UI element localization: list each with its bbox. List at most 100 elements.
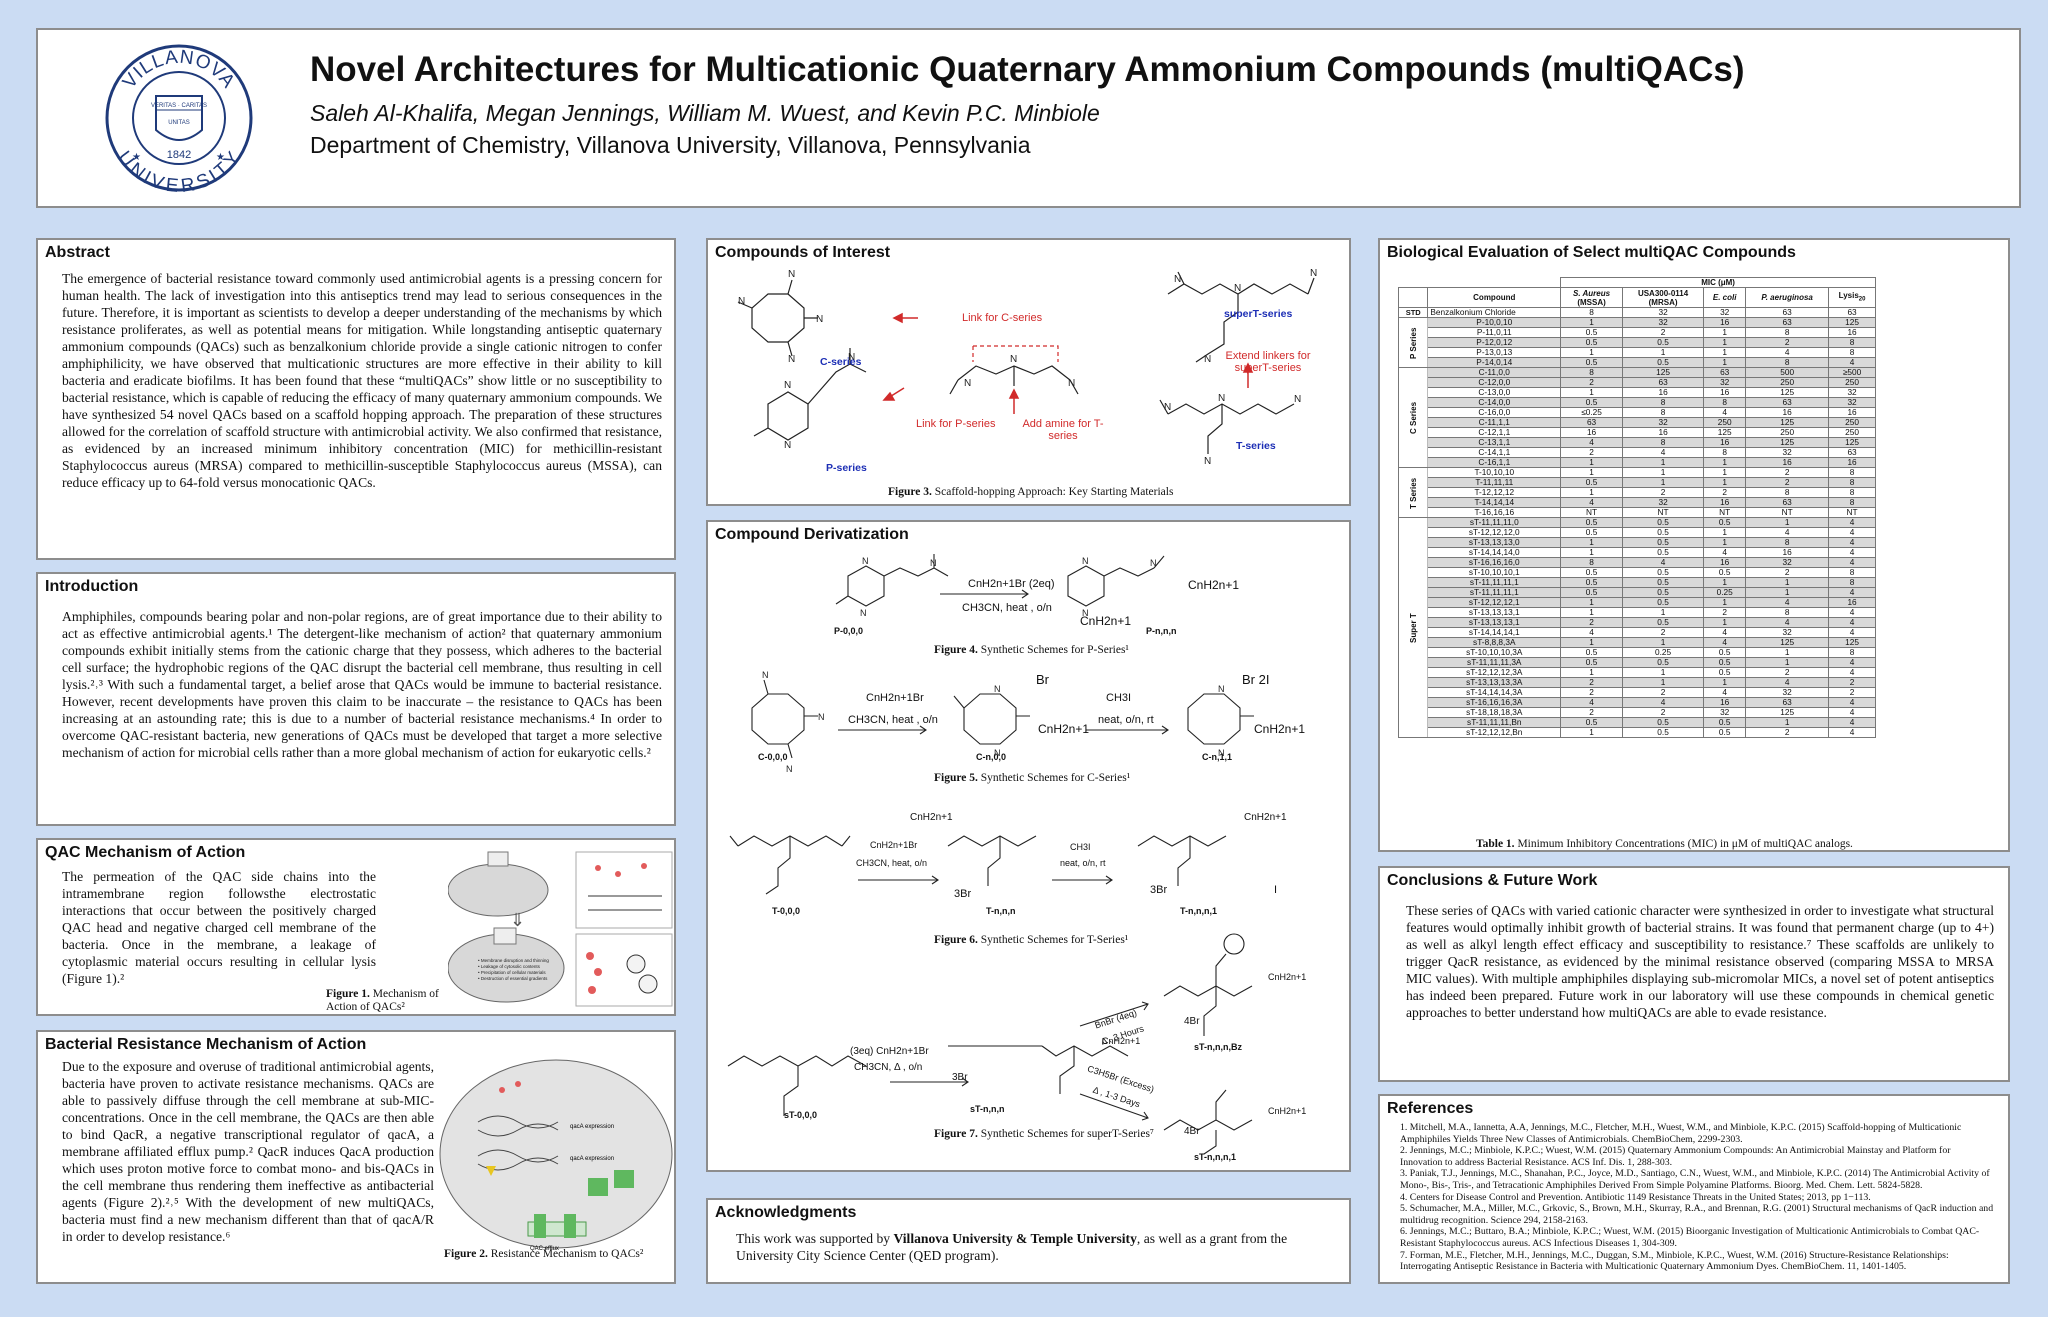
references-heading: References	[1387, 1100, 1474, 1117]
figure-1-caption-2: Action of QACs²	[326, 1001, 405, 1013]
svg-text:N: N	[1150, 558, 1157, 568]
st-br: 3Br	[952, 1072, 968, 1083]
c-conditions-2: neat, o/n, rt	[1098, 714, 1154, 726]
svg-text:N: N	[788, 354, 795, 365]
t-br: 3Br	[954, 888, 972, 900]
p-reagent: CnH2n+1Br (2eq)	[968, 578, 1055, 590]
svg-text:N: N	[994, 684, 1001, 694]
table-heading: Biological Evaluation of Select multiQAC…	[1387, 244, 1796, 261]
t-product-label: T-n,n,n,1	[1180, 906, 1217, 916]
svg-text:N: N	[994, 748, 1001, 758]
svg-text:N: N	[786, 764, 793, 774]
figure-1-diagram: • Membrane disruption and thinning • Lea…	[448, 851, 673, 1007]
table-1-caption: Table 1. Minimum Inhibitory Concentratio…	[1476, 838, 1853, 850]
poster-authors: Saleh Al-Khalifa, Megan Jennings, Willia…	[310, 100, 1100, 126]
column-header: Compound	[1427, 287, 1562, 308]
t-brI: 3Br	[1150, 884, 1168, 896]
p-chain-2: CnH2n+1	[1080, 614, 1132, 628]
label-supert-series: superT-series	[1224, 308, 1293, 320]
svg-text:qacA expression: qacA expression	[570, 1156, 614, 1162]
svg-text:N: N	[862, 556, 869, 566]
p-conditions: CH3CN, heat , o/n	[962, 602, 1052, 614]
resistance-panel: Bacterial Resistance Mechanism of Action…	[36, 1030, 676, 1284]
svg-text:N: N	[1010, 354, 1017, 365]
introduction-panel: Introduction Amphiphiles, compounds bear…	[36, 572, 676, 826]
label-extend: Extend linkers for superT-series	[1225, 350, 1311, 374]
group-label: Super T	[1398, 517, 1428, 738]
reference-item: 1. Mitchell, M.A., Iannetta, A.A, Jennin…	[1400, 1122, 1962, 1145]
svg-text:N: N	[1218, 748, 1225, 758]
group-label: STD	[1397, 307, 1429, 318]
t-reagent: CnH2n+1Br	[870, 840, 918, 850]
svg-text:• Precipitation of cellular ma: • Precipitation of cellular materials	[478, 970, 546, 975]
svg-text:N: N	[818, 712, 825, 722]
c-reagent-2: CH3I	[1106, 692, 1132, 704]
svg-text:N: N	[1234, 283, 1241, 294]
c-reagent: CnH2n+1Br	[866, 692, 924, 704]
svg-text:★: ★	[216, 152, 225, 163]
svg-text:⇓: ⇓	[510, 910, 525, 930]
c-mid-chain: CnH2n+1	[1038, 722, 1090, 736]
c-conditions: CH3CN, heat , o/n	[848, 714, 938, 726]
reference-item: 7. Forman, M.E., Fletcher, M.H., Jenning…	[1400, 1249, 1949, 1273]
st-start-label: sT-0,0,0	[784, 1110, 818, 1120]
references-panel: References 1. Mitchell, M.A., Iannetta, …	[1378, 1094, 2010, 1284]
figure-4-caption: Figure 4. Synthetic Schemes for P-Series…	[934, 644, 1129, 656]
svg-text:VERITAS · CARITAS: VERITAS · CARITAS	[151, 103, 207, 109]
svg-text:N: N	[1204, 456, 1211, 467]
introduction-heading: Introduction	[45, 578, 139, 595]
mic-header: MIC (μM)	[1560, 277, 1876, 288]
figure-6-caption: Figure 6. Synthetic Schemes for T-Series…	[934, 934, 1129, 946]
label-c-series: C-series	[820, 356, 862, 368]
svg-text:N: N	[784, 380, 791, 391]
label-t-series: T-series	[1236, 440, 1276, 452]
st-upper-chain: CnH2n+1	[1268, 972, 1307, 982]
st-lower-chain: CnH2n+1	[1268, 1106, 1307, 1116]
t-prod-chain: CnH2n+1	[1244, 812, 1287, 823]
column-header: P. aeruginosa	[1745, 287, 1830, 308]
introduction-text: Amphiphiles, compounds bearing polar and…	[62, 609, 662, 760]
label-link-c: Link for C-series	[962, 312, 1043, 324]
svg-text:N: N	[784, 440, 791, 451]
st-reagent: (3eq) CnH2n+1Br	[850, 1046, 929, 1057]
resistance-text: Due to the exposure and overuse of tradi…	[62, 1059, 434, 1244]
label-p-series: P-series	[826, 462, 867, 474]
figure-5-caption: Figure 5. Synthetic Schemes for C-Series…	[934, 772, 1131, 784]
t-mid-label: T-n,n,n	[986, 906, 1016, 916]
c-start-label: C-0,0,0	[758, 752, 788, 762]
svg-text:N: N	[1068, 378, 1075, 389]
mechanism-text: The permeation of the QAC side chains in…	[62, 869, 376, 986]
svg-text:UNITAS: UNITAS	[168, 120, 190, 126]
svg-text:N: N	[816, 314, 823, 325]
figure-2-diagram: qacA expression qacA expression QAC effl…	[439, 1059, 673, 1252]
derivatization-panel: Compound Derivatization	[706, 520, 1351, 1172]
st-lower-product: sT-n,n,n,1	[1194, 1152, 1237, 1162]
svg-text:N: N	[1310, 268, 1317, 279]
conclusions-panel: Conclusions & Future Work These series o…	[1378, 866, 2010, 1082]
svg-text:1842: 1842	[167, 149, 191, 161]
c-mid-label: C-n,0,0	[976, 752, 1007, 762]
acknowledgments-panel: Acknowledgments This work was supported …	[706, 1198, 1351, 1284]
p-product-label: P-n,n,n	[1146, 626, 1177, 636]
